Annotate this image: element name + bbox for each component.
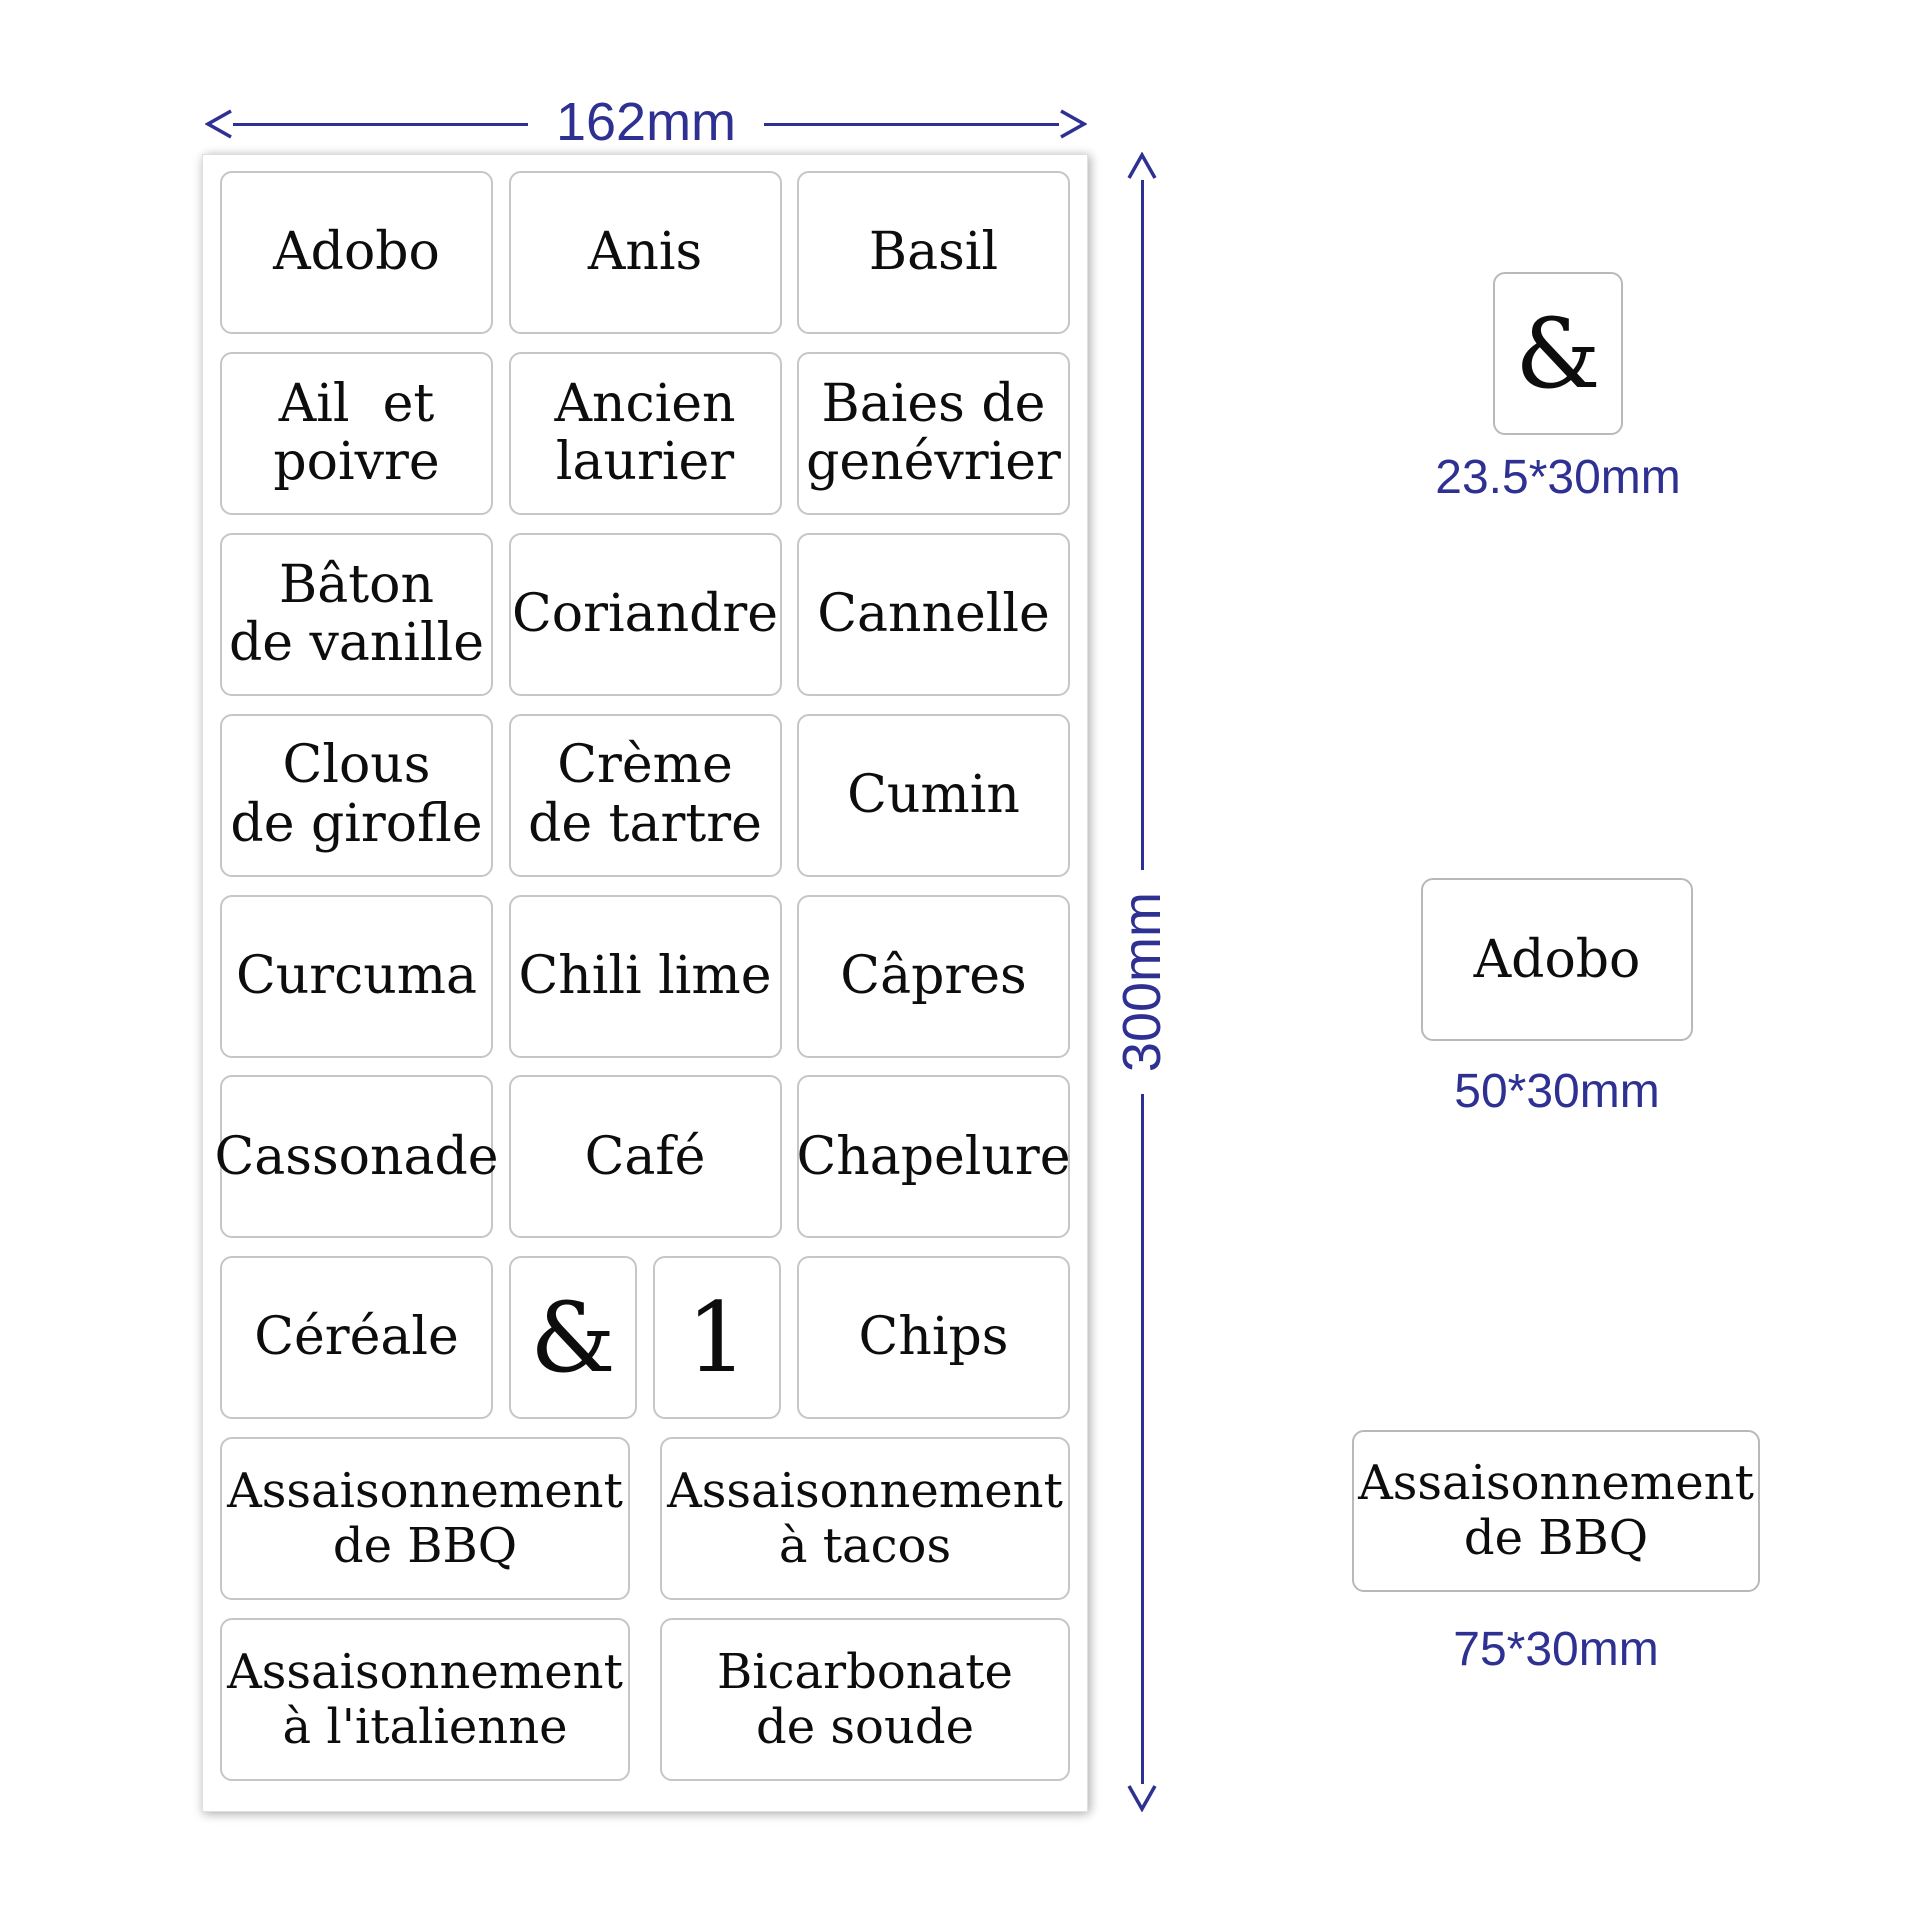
sample-size-caption: 75*30mm xyxy=(1453,1623,1659,1676)
sticker-text: Baies de xyxy=(821,373,1046,434)
dimension-line-segment xyxy=(233,122,528,126)
sticker-row-6: Cassonade Café Chapelure xyxy=(214,1075,1071,1239)
sticker-text: & xyxy=(530,1281,616,1394)
sticker-cafe: Café xyxy=(508,1075,782,1239)
sticker-row-2: Ail et poivre Ancien laurier Baies de ge… xyxy=(220,351,1070,515)
sticker-anis: Anis xyxy=(508,171,782,334)
sticker-assaisonnement-de-bbq: Assaisonnement de BBQ xyxy=(220,1437,630,1601)
sticker-text: Adobo xyxy=(1473,929,1641,990)
sticker-text: Café xyxy=(584,1126,706,1187)
sticker-text: Assaisonnement xyxy=(227,1644,623,1701)
sample-size-caption: 50*30mm xyxy=(1454,1065,1660,1118)
dimension-line-segment xyxy=(1140,1094,1144,1784)
sticker-text: Anis xyxy=(587,222,703,283)
sample-sticker-adobo: Adobo xyxy=(1421,878,1693,1041)
sticker-cumin: Cumin xyxy=(797,713,1070,877)
arrow-right-icon xyxy=(1060,109,1087,139)
sticker-text: Ail et xyxy=(278,373,435,434)
arrow-up-icon xyxy=(1127,152,1157,179)
sticker-text: Assaisonnement xyxy=(227,1463,623,1520)
arrow-down-icon xyxy=(1127,1785,1157,1812)
sticker-text: de tartre xyxy=(528,794,762,855)
sticker-chips: Chips xyxy=(797,1256,1070,1420)
sticker-clous-de-girofle: Clous de girofle xyxy=(220,713,493,877)
sticker-text: Ancien xyxy=(554,373,736,434)
sticker-baton-de-vanille: Bâton de vanille xyxy=(220,532,493,696)
sheet-width-value: 162mm xyxy=(555,92,737,152)
sticker-text: de soude xyxy=(756,1698,974,1755)
sheet-height-dimension: 300mm xyxy=(1112,152,1172,1812)
sticker-row-5: Curcuma Chili lime Câpres xyxy=(220,894,1070,1058)
sticker-basil: Basil xyxy=(797,171,1070,334)
sticker-text: Câpres xyxy=(840,945,1027,1006)
dimension-line-segment xyxy=(1140,180,1144,870)
sticker-assaisonnement-a-litalienne: Assaisonnement à l'italienne xyxy=(220,1618,630,1781)
sample-sticker-ampersand: & xyxy=(1493,272,1623,435)
sticker-text: Cumin xyxy=(847,764,1020,825)
sticker-text: Assaisonnement xyxy=(1358,1454,1754,1511)
sticker-text: genévrier xyxy=(806,432,1061,493)
sticker-cannelle: Cannelle xyxy=(797,532,1070,696)
sticker-text: Bâton xyxy=(279,554,434,615)
dimension-line-segment xyxy=(764,122,1059,126)
sticker-text: Adobo xyxy=(273,222,440,283)
sample-sticker-assaisonnement-de-bbq: Assaisonnement de BBQ xyxy=(1352,1430,1760,1592)
sticker-chili-lime: Chili lime xyxy=(508,894,782,1058)
sticker-baies-de-genevrier: Baies de genévrier xyxy=(797,351,1070,515)
sticker-text: Clous xyxy=(282,735,431,796)
sheet-height-value: 300mm xyxy=(1112,891,1172,1073)
sticker-text: Chapelure xyxy=(796,1126,1071,1187)
sticker-row-9: Assaisonnement à l'italienne Bicarbonate… xyxy=(220,1618,1070,1781)
sticker-text: de girofle xyxy=(230,794,483,855)
sticker-text: Bicarbonate xyxy=(717,1644,1013,1701)
sticker-bicarbonate-de-soude: Bicarbonate de soude xyxy=(660,1618,1070,1781)
arrow-left-icon xyxy=(205,109,232,139)
sticker-text: Crème xyxy=(557,735,733,796)
sticker-row-1: Adobo Anis Basil xyxy=(220,171,1070,334)
sticker-text: Assaisonnement xyxy=(667,1463,1063,1520)
sticker-text: à tacos xyxy=(778,1517,952,1574)
sticker-assaisonnement-a-tacos: Assaisonnement à tacos xyxy=(660,1437,1070,1601)
sticker-text: Chips xyxy=(858,1307,1009,1368)
sticker-text: de BBQ xyxy=(332,1517,518,1574)
sticker-text: & xyxy=(1515,297,1601,410)
sticker-ampersand: & xyxy=(509,1256,637,1420)
sticker-sheet: Adobo Anis Basil Ail et poivre Ancien la… xyxy=(202,154,1088,1812)
sticker-text: Basil xyxy=(868,222,999,283)
sticker-text: poivre xyxy=(273,432,440,493)
sticker-text: de vanille xyxy=(228,613,485,674)
sticker-number-one: 1 xyxy=(653,1256,781,1420)
sticker-text: Curcuma xyxy=(235,945,478,1006)
sticker-text: Chili lime xyxy=(518,945,772,1006)
sheet-width-dimension: 162mm xyxy=(205,92,1087,152)
sticker-row-4: Clous de girofle Crème de tartre Cumin xyxy=(220,713,1070,877)
sticker-ancien-laurier: Ancien laurier xyxy=(508,351,782,515)
sticker-text: Cannelle xyxy=(817,583,1050,644)
sticker-row-7: Céréale & 1 Chips xyxy=(220,1256,1070,1420)
sticker-row-3: Bâton de vanille Coriandre Cannelle xyxy=(220,532,1070,696)
sticker-adobo: Adobo xyxy=(220,171,493,334)
sticker-text: 1 xyxy=(686,1281,748,1394)
sticker-ail-et-poivre: Ail et poivre xyxy=(220,351,493,515)
sticker-cassonade: Cassonade xyxy=(214,1075,499,1239)
sticker-text: à l'italienne xyxy=(282,1698,568,1755)
sticker-text: de BBQ xyxy=(1463,1510,1649,1566)
sticker-text: laurier xyxy=(555,432,735,493)
sticker-curcuma: Curcuma xyxy=(220,894,493,1058)
sticker-cereale: Céréale xyxy=(220,1256,493,1420)
sticker-coriandre: Coriandre xyxy=(508,532,782,696)
sticker-text: Cassonade xyxy=(214,1126,499,1187)
sticker-text: Céréale xyxy=(254,1307,459,1368)
sticker-chapelure: Chapelure xyxy=(796,1075,1071,1239)
sticker-row-8: Assaisonnement de BBQ Assaisonnement à t… xyxy=(220,1437,1070,1601)
sticker-creme-de-tartre: Crème de tartre xyxy=(508,713,782,877)
sticker-capres: Câpres xyxy=(797,894,1070,1058)
sticker-text: Coriandre xyxy=(512,583,778,644)
sample-size-caption: 23.5*30mm xyxy=(1435,451,1681,504)
